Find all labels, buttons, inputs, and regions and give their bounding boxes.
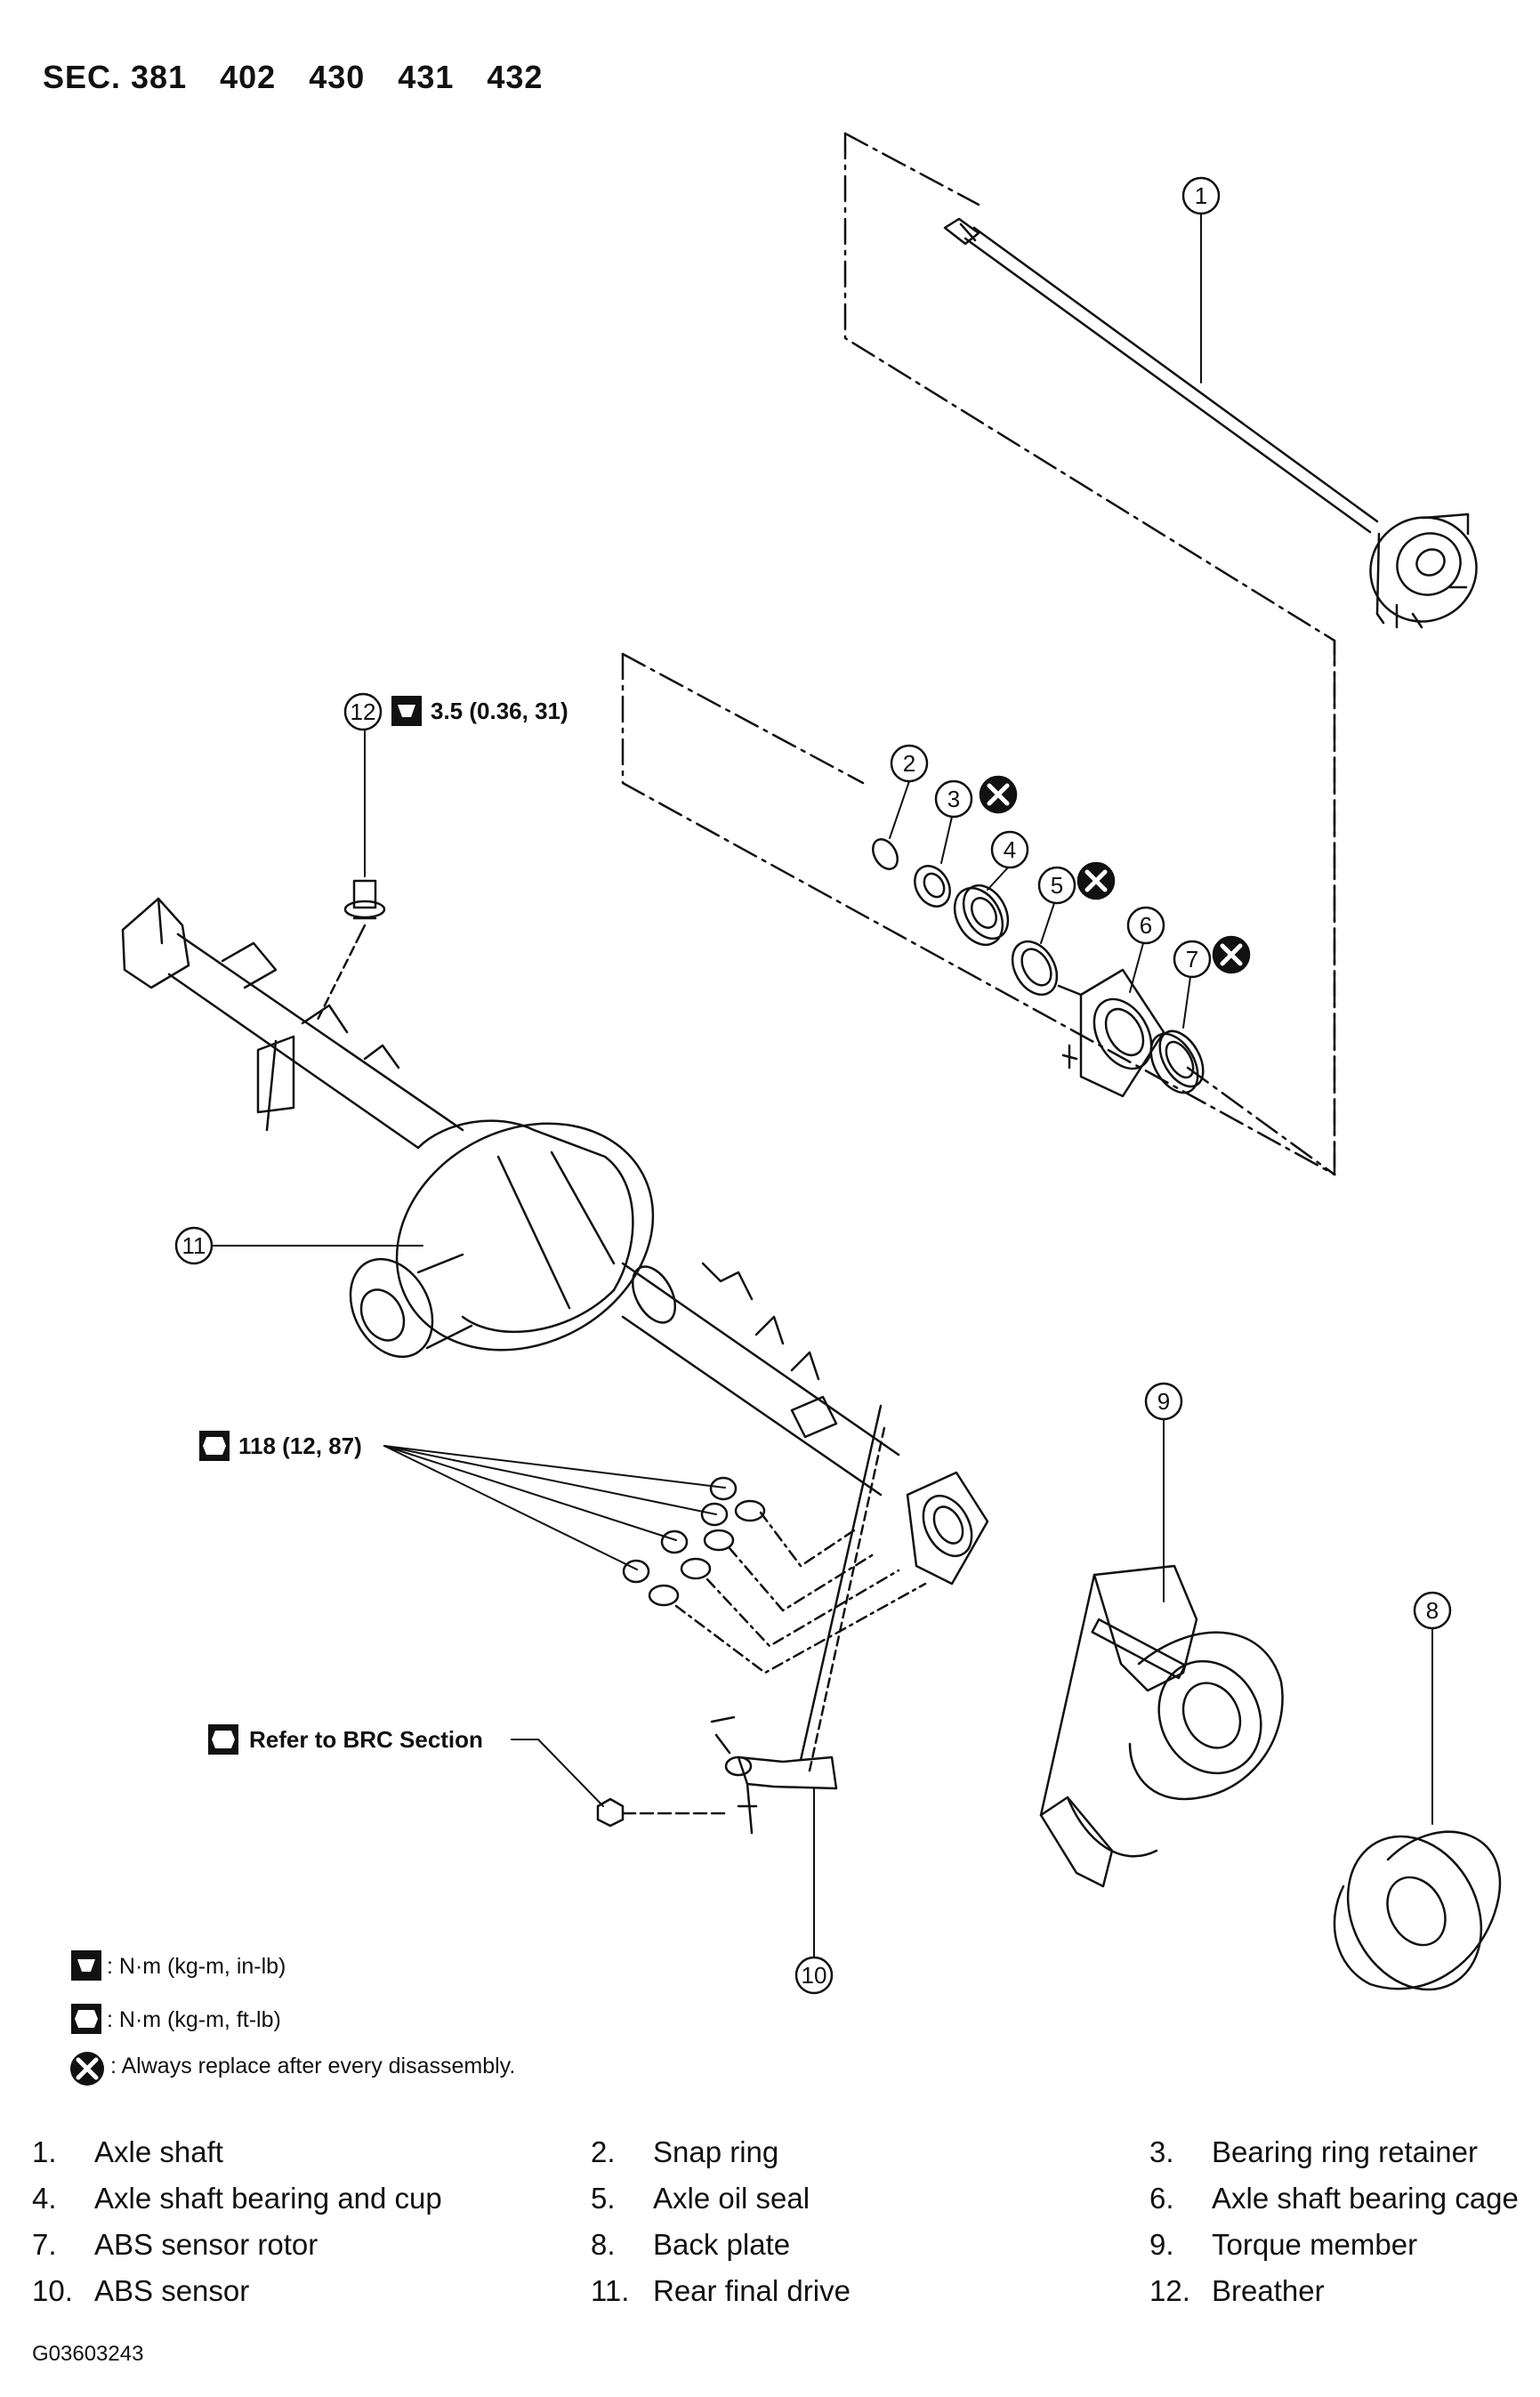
part-1: 1.Axle shaft (32, 2135, 223, 2168)
callout-11: 11 (174, 1226, 214, 1265)
svg-text:Refer to BRC Section: Refer to BRC Section (249, 1726, 483, 1753)
svg-text:6: 6 (1140, 912, 1152, 939)
sec-431: 431 (398, 59, 455, 95)
axle-shaft-drawing (943, 217, 1478, 629)
svg-text:11: 11 (182, 1232, 206, 1259)
sec-432: 432 (487, 59, 544, 95)
svg-text:5: 5 (1051, 872, 1063, 899)
part-7: 7.ABS sensor rotor (32, 2228, 318, 2261)
callout-10: 10 (794, 1956, 834, 1995)
section-header: SEC. 381 402 430 431 432 (43, 59, 566, 96)
sensor-bolt-drawing (596, 1797, 731, 1828)
torque-note-nuts: 118 (12, 87) (199, 1431, 362, 1461)
svg-text:: N·m (kg-m, ft-lb): : N·m (kg-m, ft-lb) (107, 2007, 281, 2032)
part-3: 3.Bearing ring retainer (1149, 2135, 1478, 2168)
axle-oil-seal-drawing (1011, 940, 1059, 997)
callout-8: 8 (1413, 1591, 1452, 1630)
svg-text:1: 1 (1195, 182, 1207, 209)
svg-text:3: 3 (947, 786, 960, 812)
figure-id: G03603243 (32, 2342, 144, 2366)
svg-text:2: 2 (903, 750, 915, 777)
nuts-and-washers-drawing (622, 1476, 927, 1675)
exploded-view-diagram: 1 2 3 4 5 6 7 (70, 132, 1502, 2086)
svg-text:4: 4 (1004, 836, 1016, 863)
legend-item-replace: : Always replace after every disassembly… (70, 2052, 515, 2086)
part-5: 5.Axle oil seal (591, 2182, 810, 2215)
part-4: 4.Axle shaft bearing and cup (32, 2182, 442, 2215)
part-10: 10.ABS sensor (32, 2274, 250, 2307)
axle-shaft-bearing-drawing (953, 884, 1010, 947)
torque-note-sensor-bolt: Refer to BRC Section (208, 1724, 483, 1755)
svg-text:7: 7 (1186, 946, 1198, 973)
callout-3: 3 (934, 775, 1018, 819)
legend-item-inlb: : N·m (kg-m, in-lb) (71, 1950, 286, 1981)
legend: : N·m (kg-m, in-lb) : N·m (kg-m, ft-lb) … (70, 1950, 515, 2086)
abs-sensor-drawing (710, 1404, 887, 1835)
svg-text:3.5 (0.36, 31): 3.5 (0.36, 31) (431, 698, 568, 724)
callout-12: 12 (343, 692, 383, 731)
leader-lines (213, 213, 1433, 1958)
part-9: 9.Torque member (1149, 2228, 1418, 2261)
svg-text:10: 10 (802, 1962, 827, 1989)
svg-text:118 (12, 87): 118 (12, 87) (238, 1433, 362, 1459)
torque-note-breather: 3.5 (0.36, 31) (391, 696, 568, 726)
callout-2: 2 (890, 744, 929, 783)
callout-7: 7 (1173, 935, 1251, 979)
callout-4: 4 (990, 830, 1029, 869)
svg-text:: Always replace after every d: : Always replace after every disassembly… (110, 2054, 515, 2078)
sec-402: 402 (220, 59, 277, 95)
rear-final-drive-drawing (121, 897, 989, 1586)
axle-shaft-bearing-cage-drawing (1057, 968, 1165, 1098)
sec-430: 430 (309, 59, 366, 95)
frame-bearing-parts (621, 652, 1336, 1176)
svg-text:12: 12 (351, 698, 376, 725)
svg-text:: N·m (kg-m, in-lb): : N·m (kg-m, in-lb) (107, 1954, 286, 1979)
back-plate-drawing (1333, 1830, 1502, 1991)
part-8: 8.Back plate (591, 2228, 791, 2261)
part-12: 12.Breather (1149, 2274, 1325, 2307)
part-6: 6.Axle shaft bearing cage (1149, 2182, 1519, 2215)
bearing-ring-retainer-drawing (914, 865, 951, 908)
torque-member-drawing (1039, 1564, 1284, 1888)
svg-text:9: 9 (1157, 1388, 1170, 1415)
part-2: 2.Snap ring (591, 2135, 779, 2168)
frame-axle-shaft (843, 132, 1336, 1176)
abs-sensor-rotor-drawing (1149, 1029, 1205, 1094)
callout-1: 1 (1181, 176, 1221, 215)
callout-6: 6 (1126, 906, 1165, 945)
svg-text:8: 8 (1426, 1597, 1439, 1624)
legend-item-ftlb: : N·m (kg-m, ft-lb) (71, 2004, 281, 2034)
part-11: 11.Rear final drive (591, 2274, 851, 2307)
callout-9: 9 (1144, 1382, 1183, 1421)
callout-5: 5 (1037, 861, 1116, 905)
breather-drawing (314, 879, 386, 1025)
sec-label: SEC. 381 (43, 59, 188, 95)
snap-ring-drawing (872, 838, 899, 870)
